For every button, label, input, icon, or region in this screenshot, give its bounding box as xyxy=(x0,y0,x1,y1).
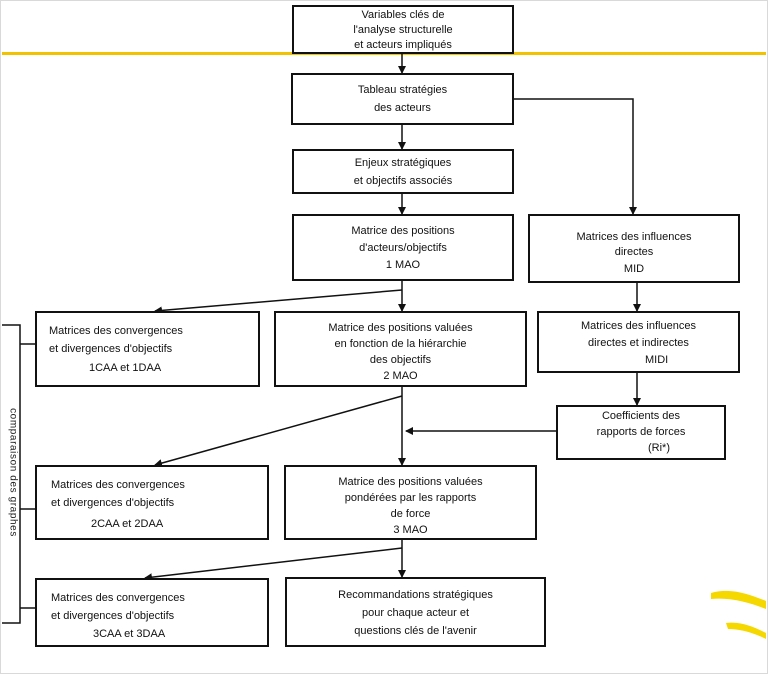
node-text: 2CAA et 2DAA xyxy=(91,518,164,530)
node-text: et acteurs impliqués xyxy=(354,39,452,51)
node-text: directes xyxy=(614,246,654,258)
node-text: MIDI xyxy=(645,354,669,366)
node-mao3: Matrice des positions valuées pondérées … xyxy=(284,465,537,540)
side-label: comparaison des graphes xyxy=(1,375,25,575)
node-text: Tableau stratégies xyxy=(357,84,448,96)
node-text: directes et indirectes xyxy=(588,337,689,349)
node-text: rapports de forces xyxy=(596,426,686,438)
node-text: Matrices des convergences xyxy=(49,325,183,337)
node-text: d'acteurs/objectifs xyxy=(359,242,447,254)
arrow-mao3-caa3 xyxy=(144,547,403,582)
arrow-mao2-caa2 xyxy=(154,395,403,467)
node-enjeux: Enjeux stratégiques et objectifs associé… xyxy=(292,149,514,194)
node-text: 1 MAO xyxy=(385,259,421,271)
node-text: pour chaque acteur et xyxy=(361,607,470,619)
node-caa3: Matrices des convergences et divergences… xyxy=(35,578,269,647)
node-text: 1CAA et 1DAA xyxy=(89,362,162,374)
compare-line-left xyxy=(2,324,21,624)
node-text: Variables clés de xyxy=(361,9,445,21)
node-text: et divergences d'objectifs xyxy=(51,610,175,622)
node-variables: Variables clés de l'analyse structurelle… xyxy=(292,5,514,54)
node-text: Matrices des influences xyxy=(581,320,696,332)
decorative-swoosh xyxy=(711,590,766,639)
arrow-mao1-caa1 xyxy=(154,289,403,315)
node-text: et divergences d'objectifs xyxy=(49,343,173,355)
node-mao2: Matrice des positions valuées en fonctio… xyxy=(274,311,527,387)
node-mid: Matrices des influences directes MID xyxy=(528,214,740,283)
node-text: Matrice des positions xyxy=(351,225,455,237)
node-text: et divergences d'objectifs xyxy=(51,497,175,509)
node-text: des objectifs xyxy=(369,354,432,366)
node-text: l'analyse structurelle xyxy=(353,24,453,36)
node-text: et objectifs associés xyxy=(353,175,453,187)
node-text: pondérées par les rapports xyxy=(344,492,477,504)
node-tableau: Tableau stratégies des acteurs xyxy=(291,73,514,125)
node-caa1: Matrices des convergences et divergences… xyxy=(35,311,260,387)
node-text: Matrices des influences xyxy=(576,231,692,243)
node-mao1: Matrice des positions d'acteurs/objectif… xyxy=(292,214,514,281)
node-caa2: Matrices des convergences et divergences… xyxy=(35,465,269,540)
node-text: Matrices des convergences xyxy=(51,592,185,604)
node-text: 3CAA et 3DAA xyxy=(93,628,166,640)
node-text: Recommandations stratégiques xyxy=(338,589,493,601)
node-text: de force xyxy=(390,508,431,520)
arrow-tableau-mid xyxy=(514,98,637,215)
node-text: Enjeux stratégiques xyxy=(354,157,452,169)
node-text: en fonction de la hiérarchie xyxy=(334,338,467,350)
node-midi: Matrices des influences directes et indi… xyxy=(537,311,740,373)
node-text: des acteurs xyxy=(374,102,431,114)
node-text: (Ri*) xyxy=(648,442,670,454)
node-text: 3 MAO xyxy=(393,524,428,536)
node-text: 2 MAO xyxy=(383,370,418,382)
node-reco: Recommandations stratégiques pour chaque… xyxy=(285,577,546,647)
node-coef: Coefficients des rapports de forces (Ri*… xyxy=(556,405,726,460)
node-text: MID xyxy=(623,263,645,275)
node-text: Matrice des positions valuées xyxy=(328,322,473,334)
node-text: Coefficients des xyxy=(601,410,681,422)
side-label-text: comparaison des graphes xyxy=(7,408,19,537)
node-text: Matrices des convergences xyxy=(51,479,185,491)
node-text: questions clés de l'avenir xyxy=(354,625,477,637)
node-text: Matrice des positions valuées xyxy=(338,476,483,488)
